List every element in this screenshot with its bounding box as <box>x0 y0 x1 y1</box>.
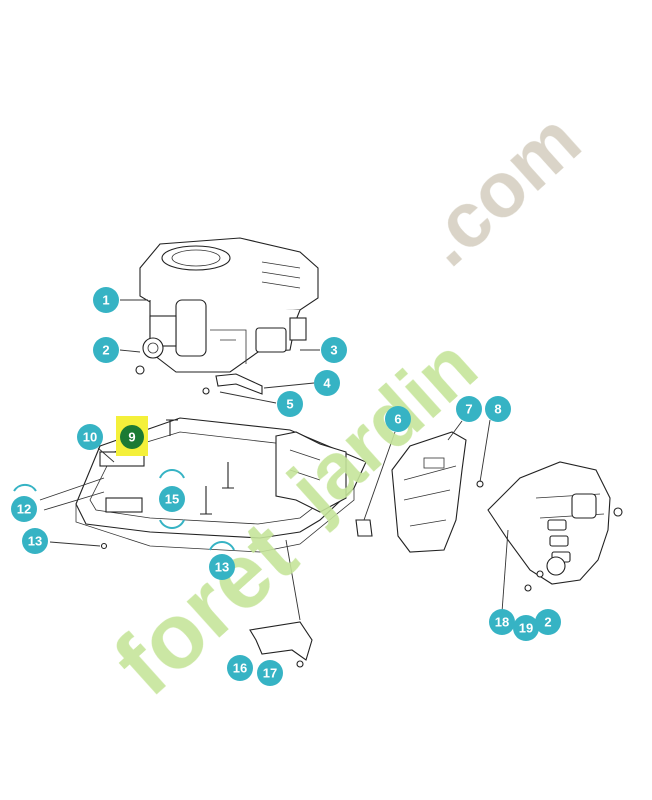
callout-16[interactable]: 16 <box>227 655 253 681</box>
callout-12[interactable]: 12 <box>11 496 37 522</box>
svg-text:17: 17 <box>263 666 277 681</box>
svg-text:3: 3 <box>330 343 337 358</box>
callout-arcs <box>13 469 235 551</box>
svg-text:15: 15 <box>165 492 179 507</box>
small-parts <box>100 480 484 668</box>
callout-2-right[interactable]: 2 <box>535 609 561 635</box>
frame-drawing <box>75 417 367 661</box>
svg-text:5: 5 <box>286 397 293 412</box>
svg-text:1: 1 <box>102 293 109 308</box>
hood-drawing <box>487 461 623 592</box>
callouts: 1 2 3 4 5 6 7 8 <box>11 287 561 686</box>
svg-text:6: 6 <box>394 412 401 427</box>
svg-text:2: 2 <box>544 615 551 630</box>
svg-text:9: 9 <box>128 430 135 445</box>
callout-2[interactable]: 2 <box>93 337 119 363</box>
callout-13-bottom[interactable]: 13 <box>209 554 235 580</box>
callout-18[interactable]: 18 <box>489 609 515 635</box>
callout-1[interactable]: 1 <box>93 287 119 313</box>
callout-6[interactable]: 6 <box>385 406 411 432</box>
watermark-text-c: .com <box>402 95 596 282</box>
svg-text:7: 7 <box>465 402 472 417</box>
svg-text:8: 8 <box>494 402 501 417</box>
callout-10[interactable]: 10 <box>77 424 103 450</box>
callout-19[interactable]: 19 <box>513 615 539 641</box>
svg-text:16: 16 <box>233 661 247 676</box>
svg-text:2: 2 <box>102 343 109 358</box>
svg-text:19: 19 <box>519 621 533 636</box>
svg-text:18: 18 <box>495 615 509 630</box>
callout-4[interactable]: 4 <box>314 370 340 396</box>
svg-text:13: 13 <box>215 560 229 575</box>
leader-lines <box>39 299 509 613</box>
callout-13-left[interactable]: 13 <box>22 528 48 554</box>
callout-9[interactable]: 9 <box>120 425 144 449</box>
callout-17[interactable]: 17 <box>257 660 283 686</box>
svg-text:4: 4 <box>323 376 331 391</box>
callout-5[interactable]: 5 <box>277 391 303 417</box>
svg-text:10: 10 <box>83 430 97 445</box>
callout-8[interactable]: 8 <box>485 396 511 422</box>
watermark-text-b: jardin <box>270 321 493 534</box>
side-cover-drawing <box>391 431 467 553</box>
callout-3[interactable]: 3 <box>321 337 347 363</box>
svg-text:13: 13 <box>28 534 42 549</box>
callout-7[interactable]: 7 <box>456 396 482 422</box>
engine-drawing <box>135 237 319 395</box>
callout-15[interactable]: 15 <box>159 486 185 512</box>
svg-text:12: 12 <box>17 502 31 517</box>
